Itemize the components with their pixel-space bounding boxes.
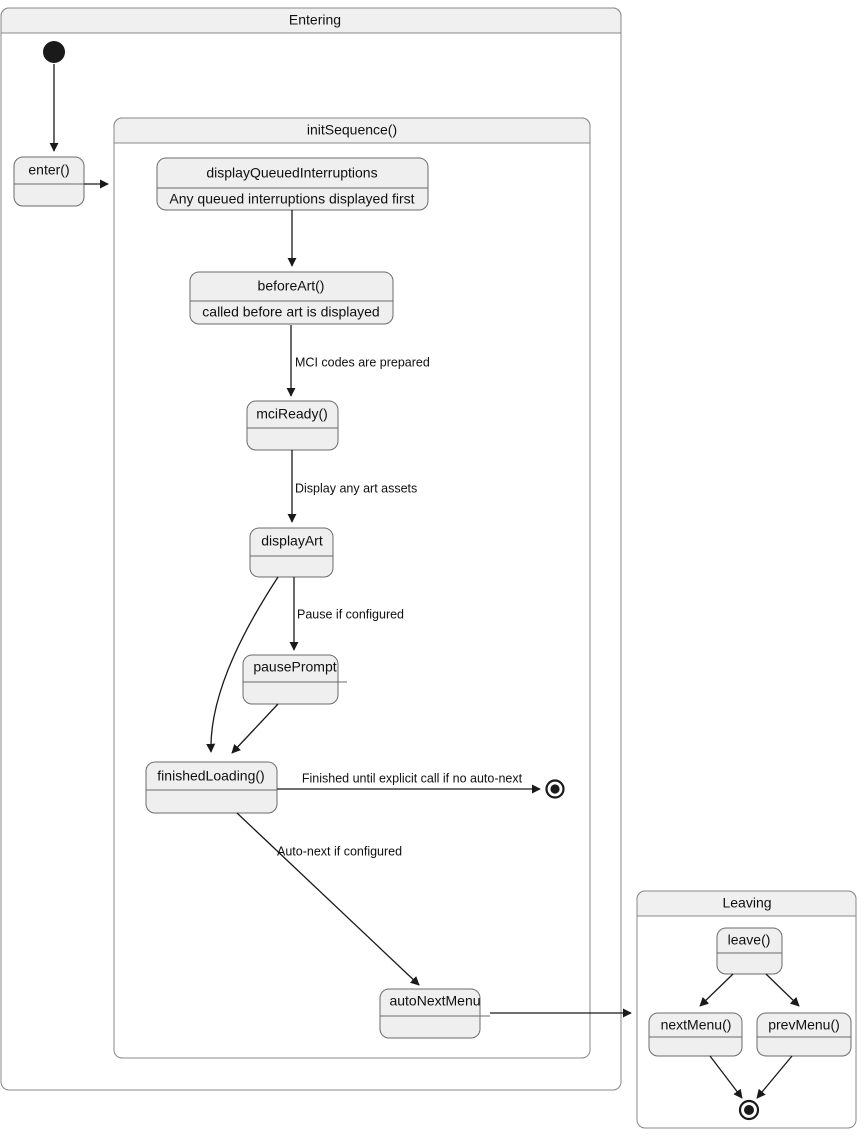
state-before-art-desc: called before art is displayed: [202, 304, 379, 320]
state-auto-next-menu[interactable]: autoNextMenu: [379, 988, 490, 1039]
composite-state-init-sequence[interactable]: initSequence(): [113, 117, 591, 1059]
transition-label-finished-until-explicit-call: Finished until explicit call if no auto-…: [302, 771, 523, 785]
transition-label-display-art-assets: Display any art assets: [295, 481, 417, 495]
state-next-menu[interactable]: nextMenu(): [648, 1012, 743, 1057]
state-leave-title: leave(): [728, 932, 771, 948]
transition-next-menu-to-final: [709, 1055, 743, 1099]
final-state-entering[interactable]: [545, 779, 565, 799]
transition-prev-menu-to-final: [756, 1055, 793, 1099]
state-finished-loading-title: finishedLoading(): [157, 768, 264, 784]
state-next-menu-title: nextMenu(): [661, 1017, 732, 1033]
composite-entering-header: [0, 7, 622, 34]
transition-label-pause-if-configured: Pause if configured: [297, 607, 404, 621]
state-display-art[interactable]: displayArt: [249, 527, 334, 578]
state-mci-ready-box: [246, 400, 339, 451]
composite-init-sequence-title: initSequence(): [307, 122, 397, 138]
final-state-dot: [550, 784, 560, 794]
final-state-leaving[interactable]: [738, 1099, 760, 1121]
state-prev-menu[interactable]: prevMenu(): [756, 1012, 852, 1057]
state-dqi-title: displayQueuedInterruptions: [206, 165, 377, 181]
composite-entering-title: Entering: [289, 12, 341, 28]
state-next-menu-box: [648, 1012, 743, 1057]
state-before-art-title: beforeArt(): [258, 278, 325, 294]
composite-init-sequence-header: [113, 117, 591, 144]
state-display-art-box: [249, 527, 334, 578]
transition-label-auto-next-if-configured: Auto-next if configured: [277, 844, 402, 858]
initial-state-node[interactable]: [43, 41, 65, 63]
state-prev-menu-box: [756, 1012, 852, 1057]
state-dqi-box: [156, 157, 429, 211]
state-auto-next-menu-title: autoNextMenu: [389, 993, 480, 1009]
composite-leaving-title: Leaving: [722, 895, 771, 911]
state-leave-box: [716, 927, 783, 975]
state-dqi-desc: Any queued interruptions displayed first: [169, 191, 414, 207]
state-pause-prompt-box: [242, 654, 339, 705]
state-mci-ready[interactable]: mciReady(): [246, 400, 339, 451]
transition-leave-to-next-menu: [699, 973, 734, 1007]
state-pause-prompt-title: pausePrompt: [253, 659, 336, 675]
state-pause-prompt[interactable]: pausePrompt: [242, 654, 347, 705]
state-finished-loading-box: [145, 761, 278, 814]
composite-init-sequence-body: [113, 117, 591, 1059]
composite-leaving-header: [636, 890, 857, 917]
state-enter[interactable]: enter(): [13, 156, 85, 207]
transition-leave-to-prev-menu: [765, 973, 800, 1007]
state-enter-title: enter(): [28, 162, 69, 178]
transition-label-mci-codes-prepared: MCI codes are prepared: [295, 355, 430, 369]
final-state-dot: [744, 1105, 754, 1115]
state-prev-menu-title: prevMenu(): [768, 1017, 840, 1033]
transition-pause-prompt-to-finished-loading: [231, 703, 279, 754]
composite-state-leaving[interactable]: Leaving: [636, 890, 857, 1129]
state-display-queued-interruptions[interactable]: displayQueuedInterruptions Any queued in…: [156, 157, 429, 211]
state-leave[interactable]: leave(): [716, 927, 783, 975]
transition-finished-loading-to-auto-next-menu: [236, 812, 420, 986]
state-enter-box: [13, 156, 85, 207]
state-mci-ready-title: mciReady(): [256, 406, 328, 422]
state-auto-next-menu-box: [379, 988, 481, 1039]
state-finished-loading[interactable]: finishedLoading(): [145, 761, 278, 814]
state-before-art[interactable]: beforeArt() called before art is display…: [189, 271, 394, 325]
state-display-art-title: displayArt: [261, 533, 323, 549]
transition-display-art-to-finished-loading: [206, 576, 279, 753]
state-before-art-box: [189, 271, 394, 325]
composite-leaving-body: [636, 890, 857, 1129]
